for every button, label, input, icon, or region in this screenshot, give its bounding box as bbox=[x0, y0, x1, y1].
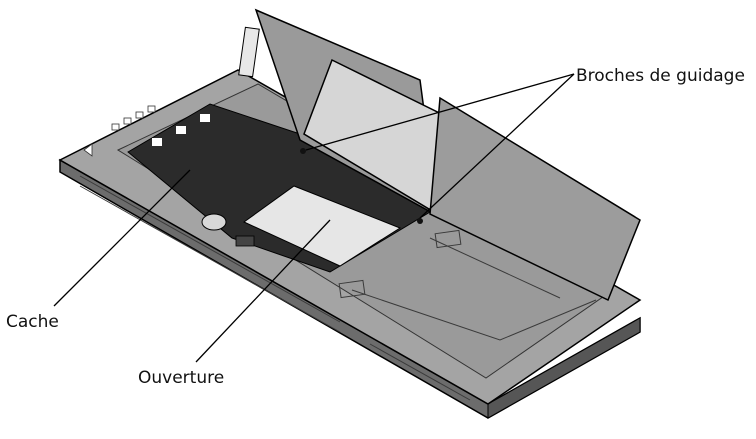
tray-end-face bbox=[487, 317, 641, 419]
guide-pin-left bbox=[300, 148, 306, 154]
mask-label: Cache bbox=[6, 312, 59, 332]
tray-detail-lines bbox=[338, 229, 597, 341]
guide-pins-label: Broches de guidage bbox=[576, 66, 745, 86]
aperture-label: Ouverture bbox=[138, 368, 225, 388]
mask-holes bbox=[152, 114, 210, 146]
leader-lines bbox=[53, 73, 575, 363]
latch bbox=[235, 235, 255, 247]
locking-knob bbox=[201, 213, 227, 231]
tray-front-grooves bbox=[79, 175, 471, 401]
lid-slot bbox=[238, 26, 260, 78]
guide-pin-right bbox=[417, 218, 423, 224]
direction-arrow-icon bbox=[83, 143, 93, 157]
right-flap bbox=[429, 96, 641, 302]
index-markers bbox=[111, 105, 156, 131]
mask-aperture bbox=[243, 185, 402, 267]
